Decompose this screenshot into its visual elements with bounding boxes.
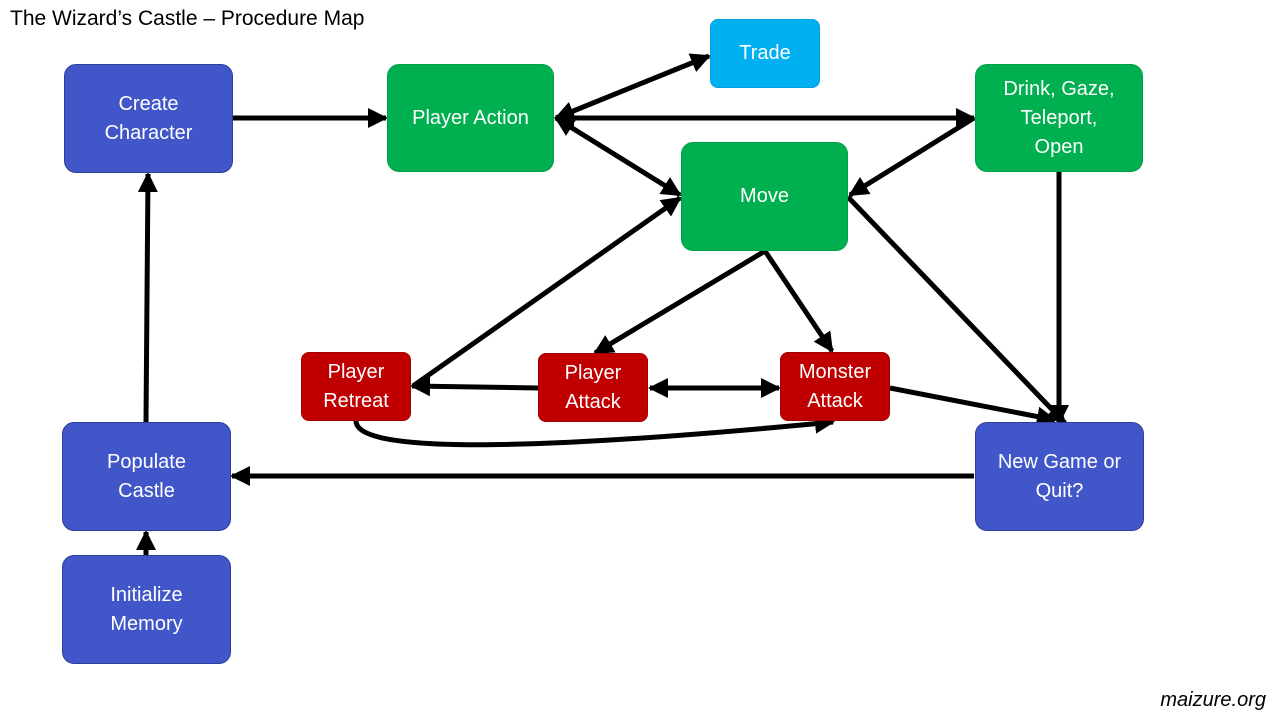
- node-label: Monster Attack: [798, 360, 872, 412]
- node-drink-gaze-teleport-open: Drink, Gaze, Teleport, Open: [975, 64, 1143, 172]
- arrow-populate-to-create: [137, 172, 158, 423]
- node-new-game-or-quit: New Game or Quit?: [975, 422, 1144, 531]
- arrow-player-action-move: [554, 115, 682, 198]
- node-move: Move: [681, 142, 848, 251]
- site-credit: maizure.org: [1160, 689, 1266, 711]
- arrow-attack-to-retreat: [410, 376, 539, 397]
- node-label: Player Attack: [564, 361, 622, 413]
- arrow-retreat-to-move: [411, 195, 682, 389]
- arrow-drink-to-move: [848, 115, 976, 198]
- node-label: Initialize Memory: [110, 583, 183, 635]
- arrow-player-action-trade: [554, 53, 711, 121]
- node-label: Trade: [739, 42, 791, 64]
- node-label: Populate Castle: [107, 450, 186, 502]
- diagram-title: The Wizard’s Castle – Procedure Map: [10, 7, 365, 30]
- node-label: Player Retreat: [323, 360, 389, 412]
- node-populate-castle: Populate Castle: [62, 422, 231, 531]
- arrow-monster-attack-to-newgame: [889, 385, 1057, 427]
- node-trade: Trade: [710, 19, 820, 88]
- node-player-retreat: Player Retreat: [301, 352, 411, 421]
- node-player-attack: Player Attack: [538, 353, 648, 422]
- arrow-retreat-to-monster-attack: [353, 413, 835, 448]
- node-label: Player Action: [412, 106, 529, 129]
- node-initialize-memory: Initialize Memory: [62, 555, 231, 664]
- node-label: Move: [740, 185, 789, 207]
- node-monster-attack: Monster Attack: [780, 352, 890, 421]
- node-create-character: Create Character: [64, 64, 233, 173]
- node-player-action: Player Action: [387, 64, 554, 172]
- arrow-move-to-monster-attack: [762, 249, 835, 353]
- node-label: New Game or Quit?: [997, 450, 1122, 502]
- arrow-move-to-player-attack: [593, 248, 767, 356]
- node-label: Create Character: [104, 92, 193, 144]
- arrow-move-to-newgame: [846, 195, 1067, 425]
- node-label: Drink, Gaze, Teleport, Open: [1003, 77, 1115, 158]
